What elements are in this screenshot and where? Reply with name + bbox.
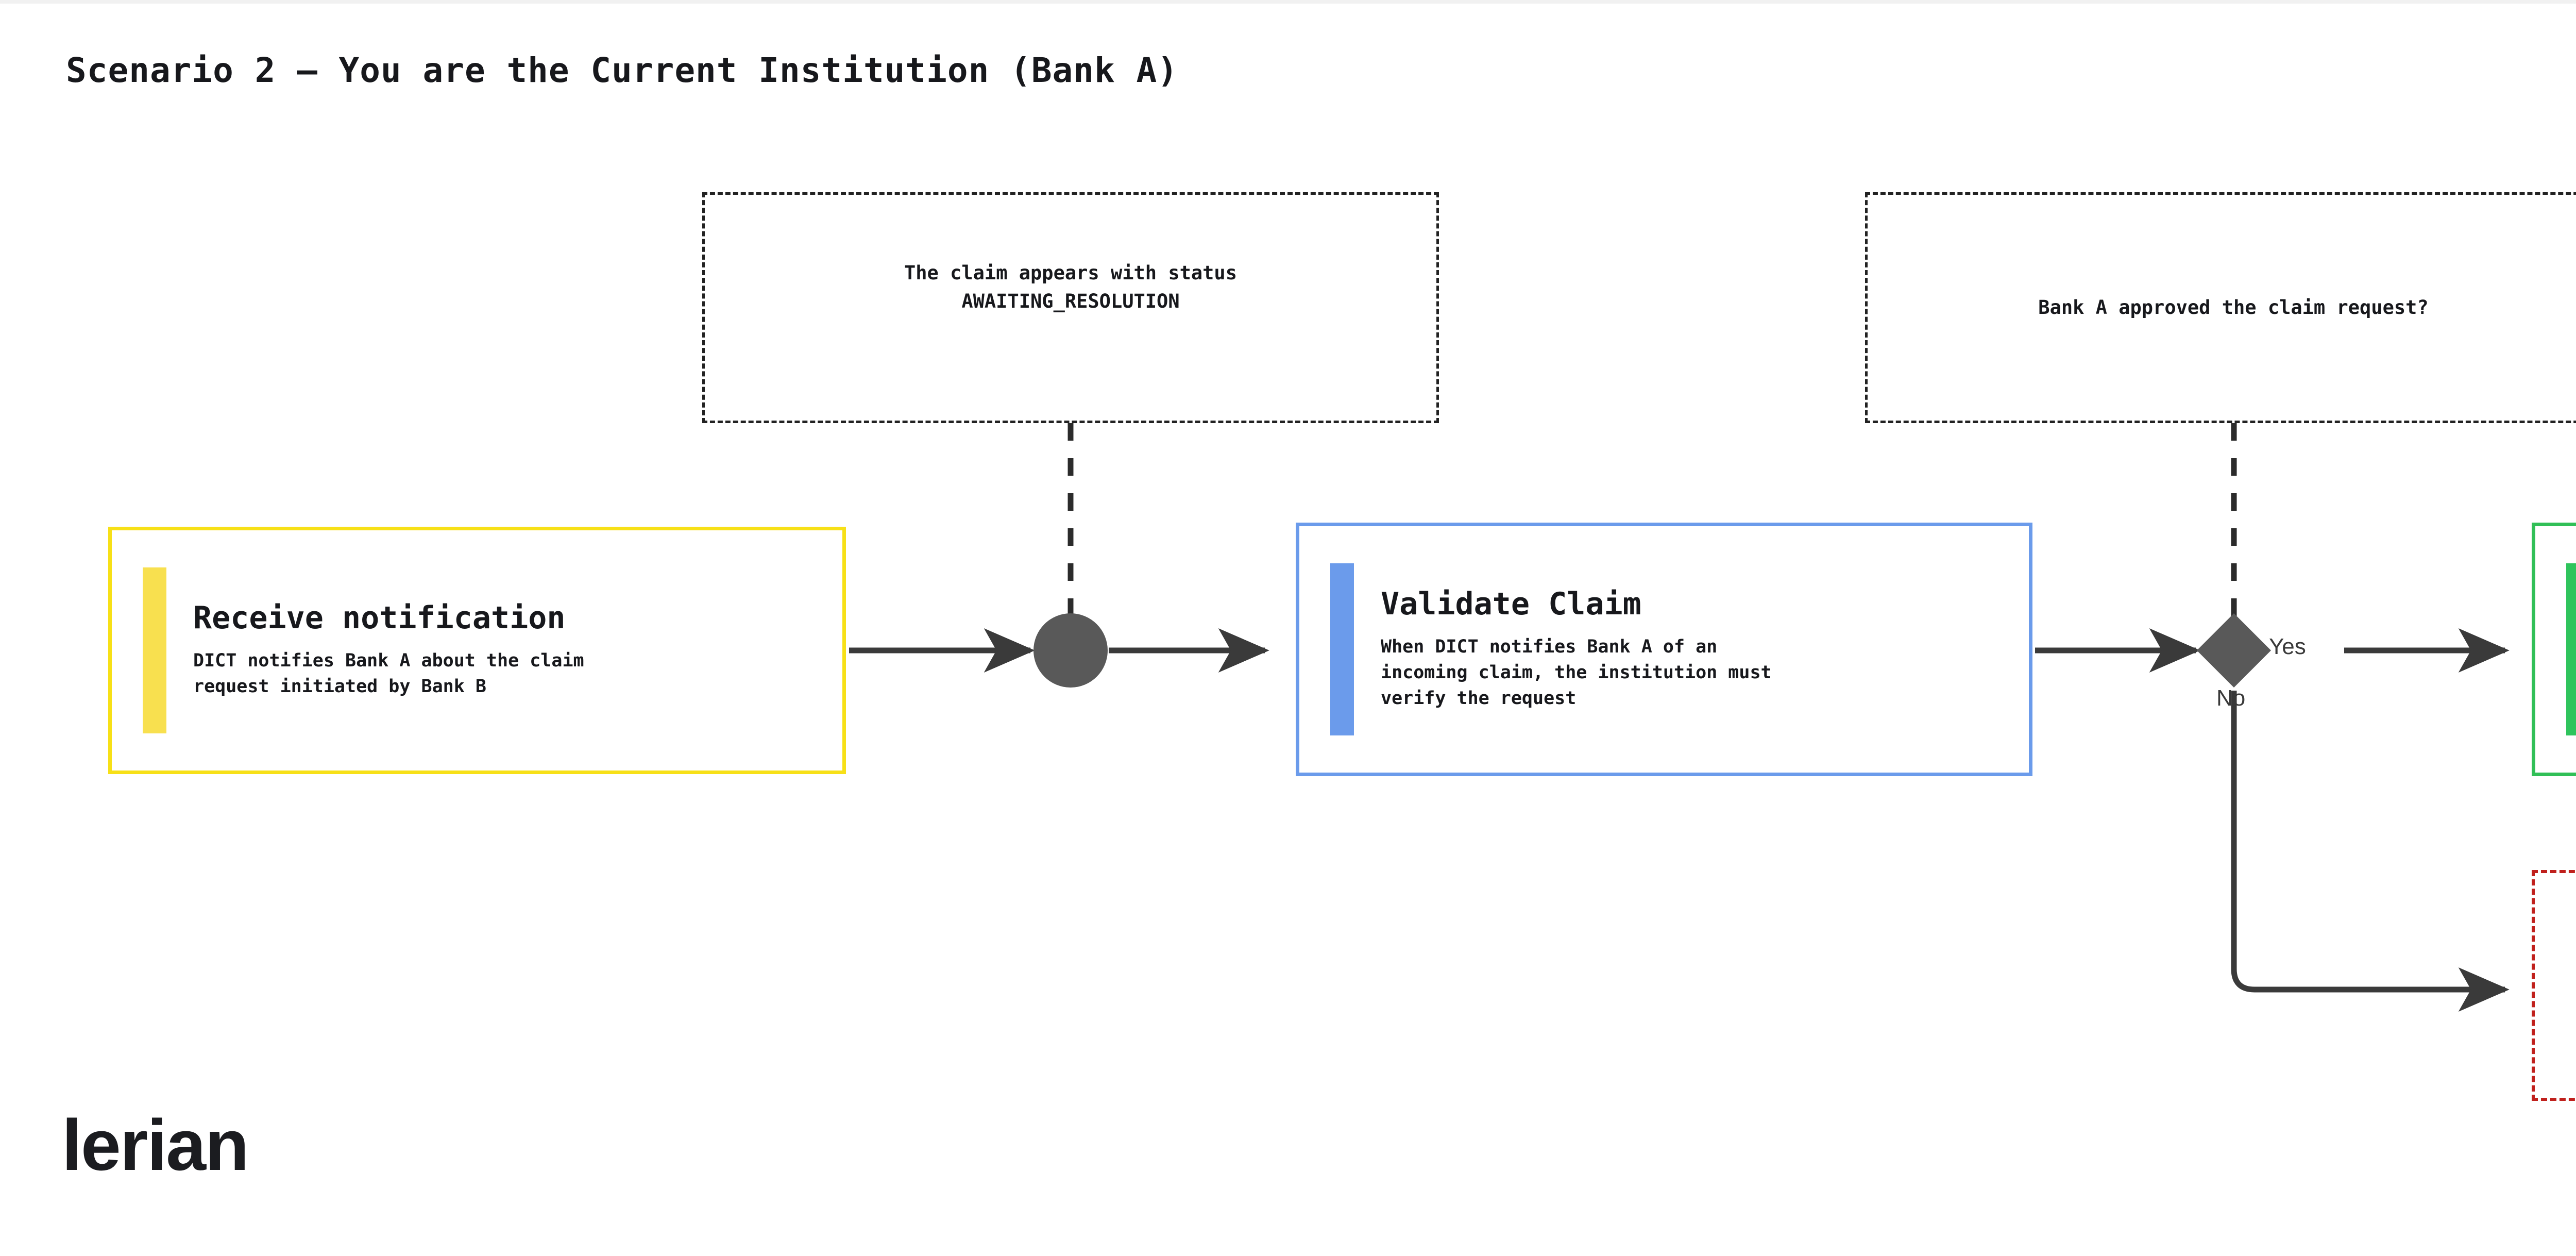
accent-bar-receive-notification (143, 567, 166, 733)
note-approval-question-text: Bank A approved the claim request? (2038, 296, 2429, 319)
note-awaiting-resolution-text: The claim appears with status AWAITING_R… (904, 261, 1237, 313)
edge-label-yes: Yes (2269, 634, 2306, 659)
note-awaiting-resolution: The claim appears with status AWAITING_R… (702, 192, 1439, 423)
box-claim-failure: It was not possible to complete the clai… (2532, 870, 2576, 1101)
accent-bar-completion (2566, 563, 2576, 735)
page-title: Scenario 2 – You are the Current Institu… (66, 51, 1178, 90)
card-validate-claim[interactable]: Validate Claim When DICT notifies Bank A… (1296, 523, 2032, 776)
note-approval-question: Bank A approved the claim request? (1865, 192, 2576, 423)
top-strip (0, 0, 2576, 4)
connector-decision-no-to-failure (2231, 691, 2510, 1012)
card-receive-notification[interactable]: Receive notification DICT notifies Bank … (108, 527, 846, 774)
card-title-receive-notification: Receive notification (193, 600, 566, 637)
junction-circle-node (1033, 613, 1108, 688)
decision-diamond-node (2197, 613, 2271, 688)
accent-bar-validate-claim (1330, 563, 1354, 735)
card-description-validate-claim: When DICT notifies Bank A of an incoming… (1381, 637, 1772, 709)
card-completion[interactable]: Completion DICT finalizes the process an… (2532, 523, 2576, 776)
card-description-receive-notification: DICT notifies Bank A about the claim req… (193, 650, 584, 697)
edge-label-no: No (2216, 685, 2246, 711)
lerian-logo: lerian (62, 1104, 249, 1185)
card-body-receive-notification: Receive notification DICT notifies Bank … (166, 601, 602, 699)
card-body-validate-claim: Validate Claim When DICT notifies Bank A… (1354, 587, 1789, 711)
card-title-validate-claim: Validate Claim (1381, 586, 1641, 623)
